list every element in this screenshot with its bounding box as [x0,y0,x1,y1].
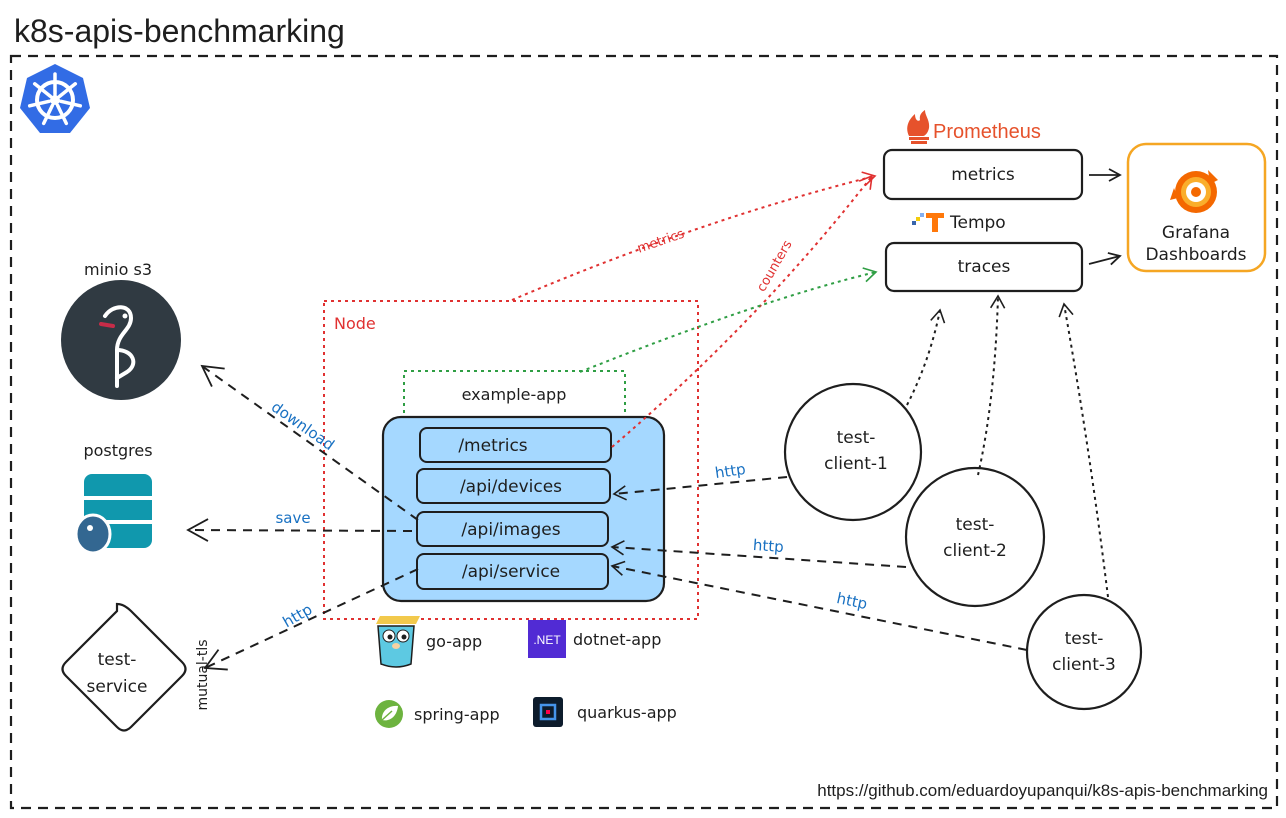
download-arrow [200,364,419,521]
http-edge-label-client1: http [714,460,747,482]
postgres-icon [74,474,152,555]
node-metrics-arrow [511,171,877,301]
save-arrow [186,518,413,542]
counters-edge-label: counters [754,238,796,295]
quarkus-icon [533,697,563,727]
download-edge-label: download [268,398,338,454]
client2-http-arrow [610,540,907,568]
node-label: Node [334,314,376,333]
grafana-dashboards-box[interactable]: Grafana Dashboards [1126,142,1267,273]
traces-box[interactable]: traces [884,241,1084,293]
node-boundary [323,300,699,620]
dotnet-icon: .NET [528,620,566,658]
client-line2: client-1 [824,454,888,474]
grafana-label: Grafana [1162,223,1230,243]
tempo-label: Tempo [949,213,1006,233]
endpoint-label: /api/images [461,520,560,540]
dotnet-app-label: dotnet-app [573,630,661,649]
spring-icon [375,700,403,728]
http-edge-label-client3: http [835,589,869,613]
minio-icon [61,280,181,400]
repo-url-link[interactable]: https://github.com/eduardoyupanqui/k8s-a… [817,781,1268,800]
endpoint-label: /metrics [458,436,527,456]
test-service-line2: service [87,677,148,697]
client-line2: client-2 [943,541,1007,561]
save-edge-label: save [275,509,310,527]
postgres-label: postgres [83,441,152,460]
minio-label: minio s3 [84,260,152,279]
client-line1: test- [956,515,995,535]
metrics-edge-label: metrics [635,227,686,257]
quarkus-app-label: quarkus-app [577,703,677,722]
tempo-icon [912,213,944,232]
gopher-icon [376,616,420,668]
traces-box-label: traces [958,257,1011,277]
dotnet-badge: .NET [533,633,561,647]
prometheus-icon [907,110,930,144]
client3-trace-arrow [1058,302,1109,598]
endpoint-devices[interactable]: /api/devices [416,468,611,504]
endpoint-metrics[interactable]: /metrics [419,427,612,463]
test-client-1[interactable]: test- client-1 [783,382,923,522]
grafana-icon [1170,170,1218,213]
pod-traces-arrow [579,267,878,373]
test-client-3[interactable]: test- client-3 [1025,593,1143,711]
http-edge-label-client2: http [752,536,784,556]
metrics-box-label: metrics [951,165,1015,185]
dashboards-label: Dashboards [1145,245,1246,265]
endpoint-label: /api/devices [460,477,562,497]
client2-trace-arrow [977,294,1006,476]
kubernetes-icon [20,64,90,133]
endpoint-images[interactable]: /api/images [416,511,609,547]
spring-app-label: spring-app [414,705,500,724]
metrics-box[interactable]: metrics [882,148,1084,201]
test-service-node[interactable]: test- service [61,602,187,732]
prometheus-label: Prometheus [933,121,1041,143]
http-edge-label-service: http [280,600,316,631]
client-line1: test- [1065,629,1104,649]
client-line2: client-3 [1052,655,1116,675]
client-line1: test- [837,428,876,448]
test-service-line1: test- [98,650,137,670]
endpoint-service[interactable]: /api/service [416,553,609,590]
endpoint-label: /api/service [462,562,560,582]
example-app-label: example-app [462,385,567,404]
page-title: k8s-apis-benchmarking [14,13,345,49]
counters-arrow [611,174,873,448]
go-app-label: go-app [426,632,482,651]
client1-http-arrow [612,476,788,501]
client3-http-arrow [610,560,1028,651]
cluster-boundary [9,54,1279,810]
test-client-2[interactable]: test- client-2 [904,466,1046,608]
service-call-arrow [203,568,419,671]
mutual-tls-edge-label: mutual-tls [195,639,211,710]
client1-trace-arrow [906,308,946,406]
traces-to-grafana-arrow [1088,252,1122,266]
